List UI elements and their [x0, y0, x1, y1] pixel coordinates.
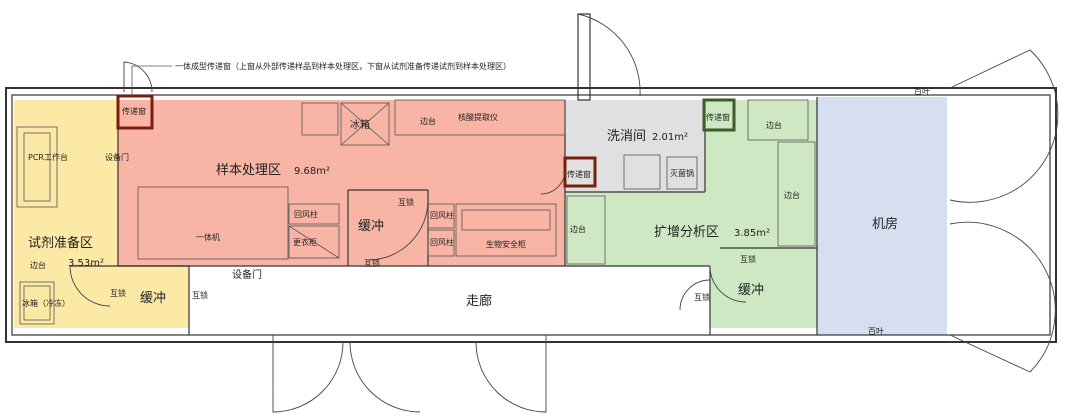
label-buffer-sample: 缓冲 — [358, 219, 384, 234]
return-air-right-top — [427, 203, 455, 229]
integrated-machine — [137, 186, 289, 260]
label-return-air-right-2: 回风柱 — [430, 237, 454, 247]
door-bottom-left-b — [349, 341, 421, 413]
label-louver-top: 百叶 — [914, 87, 930, 96]
label-louver-bottom: 百叶 — [868, 327, 884, 336]
door-bottom-left-a — [272, 335, 344, 413]
label-washroom-area: 2.01m² — [652, 132, 688, 143]
door-corridor-buffer — [679, 279, 711, 311]
label-machine-room: 机房 — [872, 216, 898, 232]
label-equipment-door-1: 设备门 — [105, 152, 129, 162]
label-fridge-freezer: 冰箱（冷冻） — [22, 298, 70, 308]
label-interlock-5: 互锁 — [740, 254, 756, 264]
label-interlock-1: 互锁 — [398, 197, 414, 207]
change-cabinet-cross-a — [288, 225, 340, 259]
machine-room-zone — [817, 97, 947, 335]
sink-sample — [301, 102, 339, 136]
label-biosafety: 生物安全柜 — [486, 239, 526, 249]
label-interlock-2: 互锁 — [364, 258, 380, 268]
fridge-freezer-inner — [23, 285, 51, 321]
label-change-cabinet: 更衣柜 — [293, 237, 317, 247]
amp-bench-top — [747, 99, 809, 141]
autoclave — [666, 156, 698, 190]
label-bench-sample: 边台 — [420, 116, 436, 126]
freezer-box — [340, 102, 390, 146]
label-amplification: 扩增分析区 — [654, 225, 719, 240]
biosafety-cabinet-inner — [461, 209, 551, 231]
pass-window-sample — [116, 94, 154, 130]
label-corridor: 走廊 — [466, 293, 492, 309]
label-buffer-amp: 缓冲 — [738, 283, 764, 298]
label-washroom: 洗消间 — [607, 129, 646, 144]
label-freezer: 冰箱 — [350, 118, 370, 131]
callout-text: 一体成型传递窗（上窗从外部传递样品到样本处理区，下窗从试剂准备传递试剂到样本处理… — [175, 61, 511, 71]
biosafety-cabinet — [455, 203, 557, 257]
door-sample-buffer — [367, 199, 429, 261]
outer-wall — [5, 87, 1057, 343]
label-bench-amp-top: 边台 — [766, 120, 782, 130]
door-top-left-swing — [123, 61, 153, 93]
door-top-swing — [577, 13, 641, 97]
label-extractor: 核酸提取仪 — [458, 112, 498, 122]
door-wash — [540, 169, 566, 195]
label-buffer-prep: 缓冲 — [140, 291, 166, 306]
label-integrated-machine: 一体机 — [196, 232, 220, 242]
door-amp-buffer — [709, 265, 747, 303]
fridge-freezer — [19, 281, 55, 325]
label-sample-processing: 样本处理区 — [216, 163, 281, 178]
label-return-air-left: 回风柱 — [294, 209, 318, 219]
top-door-frame — [577, 13, 591, 101]
label-reagent-prep: 试剂准备区 — [28, 235, 93, 251]
label-equipment-door-2: 设备门 — [232, 268, 262, 281]
door-right-top — [949, 49, 1059, 203]
amp-bench-left — [566, 195, 606, 265]
freezer-cross-b — [340, 102, 390, 146]
amp-bench-right — [777, 141, 816, 247]
label-pass-window-1: 传递窗 — [122, 106, 146, 116]
door-prep-buffer — [69, 265, 111, 307]
label-pcr-bench: PCR工作台 — [28, 152, 68, 162]
label-pass-window-3: 传递窗 — [706, 112, 730, 122]
wash-sink — [623, 154, 661, 190]
pass-window-amp — [702, 98, 736, 132]
label-autoclave: 灭菌锅 — [670, 168, 694, 178]
pcr-bench — [16, 126, 58, 208]
washroom-overlay — [565, 100, 705, 192]
sample-bench — [394, 99, 566, 136]
label-sample-processing-area: 9.68m² — [294, 166, 330, 177]
change-cabinet — [288, 225, 340, 259]
label-bench-amp-right: 边台 — [784, 190, 800, 200]
sample-processing-zone — [118, 100, 565, 266]
label-return-air-right-1: 回风柱 — [430, 210, 454, 220]
label-bench-amp-left: 边台 — [570, 224, 586, 234]
return-air-left — [288, 203, 340, 225]
pcr-bench-inner — [23, 132, 51, 202]
label-amplification-area: 3.85m² — [734, 228, 770, 239]
label-pass-window-2: 传递窗 — [567, 169, 591, 179]
label-interlock-3: 互锁 — [110, 288, 126, 298]
label-bench-prep: 边台 — [30, 260, 46, 270]
return-air-right-bottom — [427, 229, 455, 257]
label-reagent-prep-area: 3.53m² — [68, 258, 104, 269]
label-interlock-6: 互锁 — [694, 292, 710, 302]
door-right-bottom — [949, 221, 1056, 373]
label-interlock-4: 互锁 — [192, 290, 208, 300]
inner-wall-line — [11, 94, 1051, 336]
door-bottom-mid — [475, 335, 547, 413]
